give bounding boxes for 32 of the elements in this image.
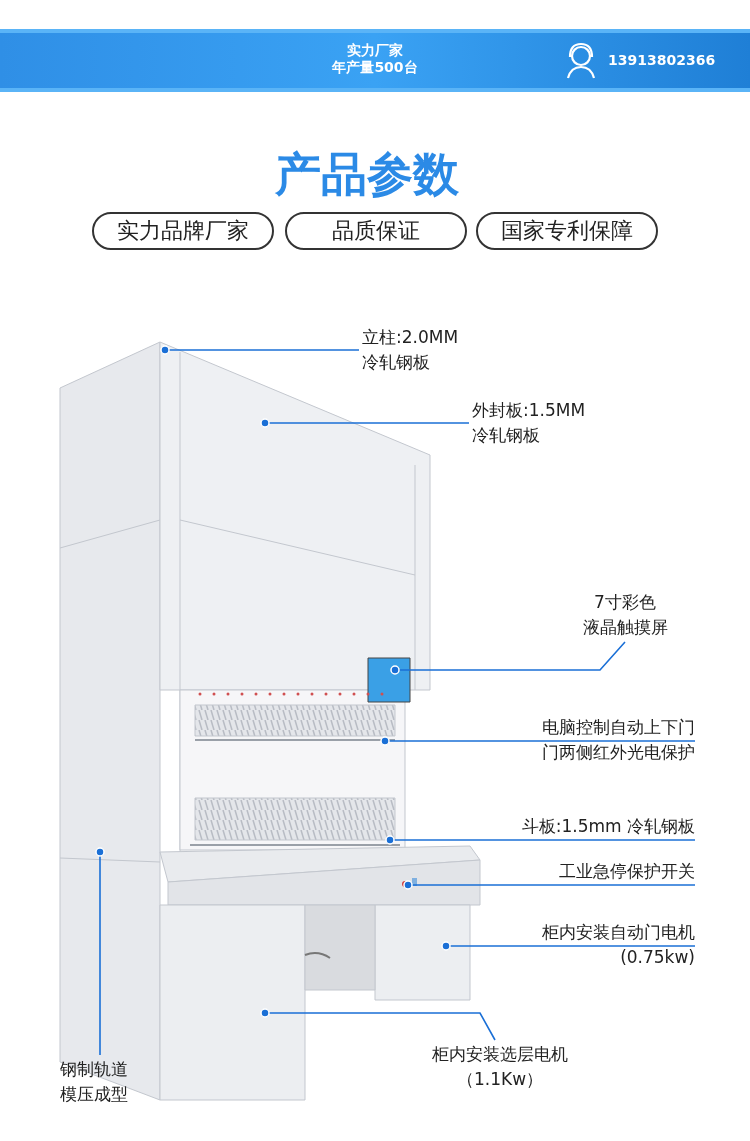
leader-line (260, 418, 470, 428)
feature-pill: 国家专利保障 (476, 212, 658, 250)
leader-line (385, 835, 696, 845)
callout-text: 冷轧钢板 (362, 351, 431, 374)
header-slogan: 实力厂家 (347, 42, 403, 59)
callout-text: 模压成型 (60, 1083, 128, 1106)
callout-text: (0.75kw) (619, 946, 695, 969)
callout-text: 工业急停保护开关 (559, 860, 695, 883)
leader-line (380, 736, 696, 746)
callout-text: 7寸彩色 (593, 591, 657, 614)
callout-text: 门两侧红外光电保护 (542, 741, 695, 764)
page-title: 产品参数 (275, 146, 459, 203)
callout-text: 斗板:1.5mm 冷轧钢板 (521, 815, 695, 838)
leader-line (260, 1008, 496, 1041)
header-slogan: 年产量500台 (332, 59, 418, 76)
leader-line (403, 880, 696, 890)
callout-text: 冷轧钢板 (472, 424, 541, 447)
feature-pill: 实力品牌厂家 (92, 212, 274, 250)
callout-text: 液晶触摸屏 (581, 616, 669, 639)
leader-line (441, 941, 696, 951)
callout-text: 立柱:2.0MM (362, 326, 459, 349)
callout-text: 钢制轨道 (60, 1058, 128, 1081)
callout-text: （1.1Kw） (455, 1068, 545, 1091)
phone-number: 13913802366 (608, 52, 716, 69)
leader-line (95, 847, 105, 1056)
feature-pill: 品质保证 (285, 212, 467, 250)
callout-text: 外封板:1.5MM (472, 399, 586, 422)
leader-line (390, 641, 626, 675)
callout-text: 柜内安装自动门电机 (542, 921, 695, 944)
callout-text: 电脑控制自动上下门 (542, 716, 695, 739)
leader-line (160, 345, 360, 355)
callout-text: 柜内安装选层电机 (431, 1043, 569, 1066)
